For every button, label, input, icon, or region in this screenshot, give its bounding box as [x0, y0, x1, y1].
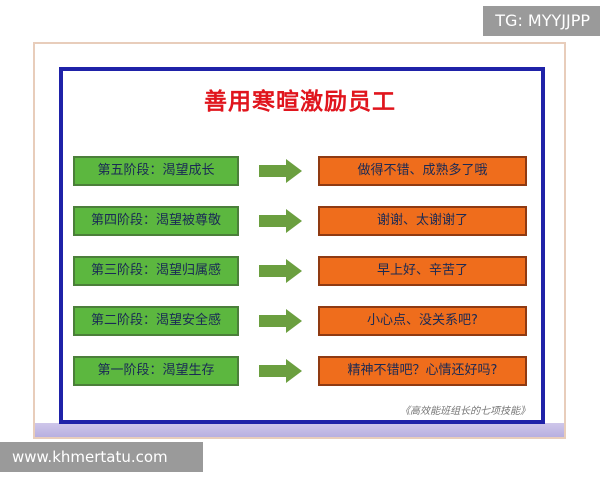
right-arrow-icon — [259, 259, 302, 283]
greeting-phrase: 精神不错吧？心情还好吗? — [318, 356, 527, 386]
greeting-phrase: 谢谢、太谢谢了 — [318, 206, 527, 236]
greeting-phrase: 小心点、没关系吧? — [318, 306, 527, 336]
slide-bottom-band — [35, 423, 564, 437]
greeting-phrase: 做得不错、成熟多了哦 — [318, 156, 527, 186]
stage-row-5: 第五阶段：渴望成长 做得不错、成熟多了哦 — [0, 156, 600, 188]
stage-label: 第二阶段：渴望安全感 — [73, 306, 239, 336]
source-caption: 《高效能班组长的七项技能》 — [400, 406, 530, 417]
right-arrow-icon — [259, 209, 302, 233]
stage-label: 第一阶段：渴望生存 — [73, 356, 239, 386]
stage-label: 第三阶段：渴望归属感 — [73, 256, 239, 286]
blue-frame — [59, 67, 545, 424]
stage-row-2: 第二阶段：渴望安全感 小心点、没关系吧? — [0, 306, 600, 338]
stage-label: 第五阶段：渴望成长 — [73, 156, 239, 186]
right-arrow-icon — [259, 159, 302, 183]
right-arrow-icon — [259, 359, 302, 383]
stage-row-4: 第四阶段：渴望被尊敬 谢谢、太谢谢了 — [0, 206, 600, 238]
stage-row-3: 第三阶段：渴望归属感 早上好、辛苦了 — [0, 256, 600, 288]
url-watermark: www.khmertatu.com — [0, 442, 203, 472]
greeting-phrase: 早上好、辛苦了 — [318, 256, 527, 286]
stage-label: 第四阶段：渴望被尊敬 — [73, 206, 239, 236]
tg-watermark: TG: MYYJJPP — [483, 6, 600, 36]
diagram-title: 善用寒暄激励员工 — [204, 89, 396, 115]
right-arrow-icon — [259, 309, 302, 333]
stage-row-1: 第一阶段：渴望生存 精神不错吧？心情还好吗? — [0, 356, 600, 388]
